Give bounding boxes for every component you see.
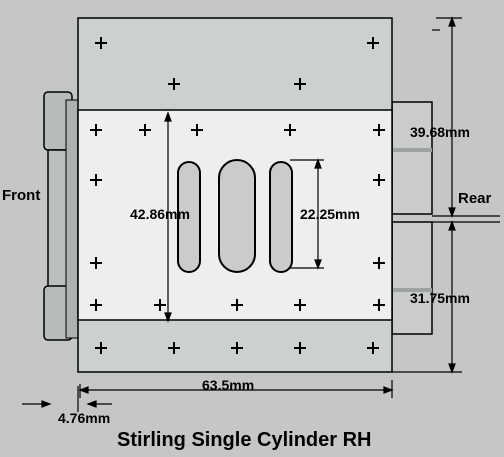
plus-marker [95, 37, 107, 49]
rear-label: Rear [458, 190, 492, 207]
plus-marker [139, 124, 151, 136]
front-clamp-assembly [43, 91, 79, 341]
plus-marker [373, 257, 385, 269]
plus-marker [294, 342, 306, 354]
plus-marker [191, 124, 203, 136]
slot-left [177, 161, 201, 273]
plus-marker [367, 342, 379, 354]
plate-width-dimension: 63.5mm [202, 377, 254, 393]
plus-marker [90, 299, 102, 311]
plus-marker [95, 342, 107, 354]
front-label: Front [2, 187, 40, 204]
screw-hole-markers [90, 37, 385, 354]
plus-marker [90, 174, 102, 186]
rear-lower-dimension: 31.75mm [410, 290, 470, 306]
plus-marker [168, 342, 180, 354]
plus-marker [373, 124, 385, 136]
slot-center [218, 159, 256, 273]
plus-marker [90, 257, 102, 269]
plus-marker [294, 78, 306, 90]
slot-span-dimension: 42.86mm [130, 206, 190, 222]
plus-marker [294, 299, 306, 311]
plus-marker [231, 342, 243, 354]
cylinder-slots [177, 159, 293, 273]
offset-dimension: 4.76mm [58, 410, 110, 426]
plus-marker [231, 299, 243, 311]
plus-marker [168, 78, 180, 90]
plus-marker [90, 124, 102, 136]
slot-right [269, 161, 293, 273]
rear-upper-dimension: 39.68mm [410, 124, 470, 140]
plus-marker [154, 299, 166, 311]
plus-marker [373, 174, 385, 186]
plus-marker [373, 299, 385, 311]
slot-length-dimension: 22.25mm [300, 206, 360, 222]
dimension-lines [22, 16, 500, 412]
plus-marker [284, 124, 296, 136]
plus-marker [367, 37, 379, 49]
diagram-title: Stirling Single Cylinder RH [117, 429, 371, 451]
